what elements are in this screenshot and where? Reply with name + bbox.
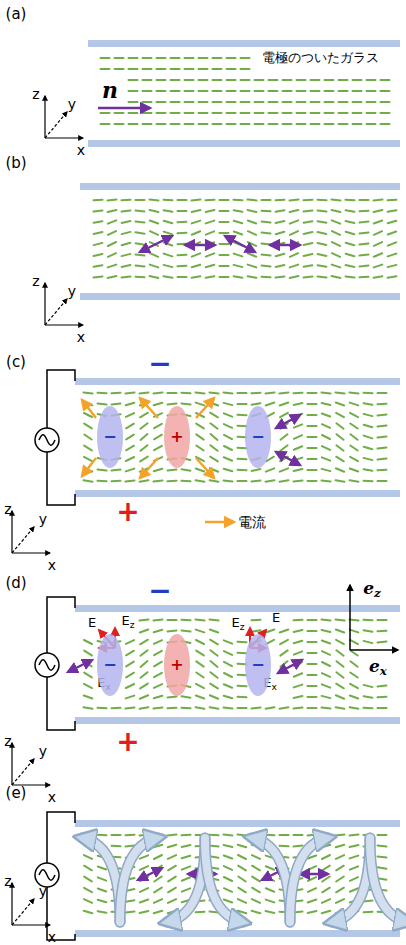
director-arrow — [68, 108, 328, 880]
vector-label: ez — [363, 580, 381, 600]
label: + — [116, 498, 139, 526]
label: z — [4, 874, 11, 888]
label: n — [102, 79, 118, 101]
charge-region: − — [96, 633, 124, 697]
coordinate-axes — [12, 96, 83, 925]
liquid-crystal-molecules — [84, 58, 397, 913]
charge-region: + — [163, 633, 191, 697]
label: (e) — [6, 786, 27, 801]
charge-region: − — [244, 405, 272, 469]
label: y — [68, 97, 76, 111]
charge-sign: − — [251, 657, 264, 673]
charge-sign: − — [103, 657, 116, 673]
label: x — [48, 558, 56, 572]
vector-label: Ez — [122, 614, 135, 629]
label: z — [4, 502, 11, 516]
label: 電極のついたガラス — [262, 51, 379, 64]
charge-region: − — [244, 633, 272, 697]
charge-sign: + — [170, 657, 183, 673]
vector-label: Ez — [232, 616, 245, 631]
label: z — [4, 734, 11, 748]
label: − — [148, 577, 171, 605]
label: − — [148, 350, 171, 378]
charge-sign: − — [103, 429, 116, 445]
legend-sample — [205, 521, 234, 524]
ac-source — [35, 370, 75, 940]
current-arrow — [82, 398, 234, 522]
charge-region: − — [96, 405, 124, 469]
label: (c) — [6, 355, 26, 370]
legend-text: 電流 — [238, 515, 266, 529]
label: z — [32, 87, 39, 101]
label: y — [39, 884, 47, 898]
label: (d) — [5, 576, 26, 591]
label: y — [39, 744, 47, 758]
label: E — [88, 616, 96, 629]
label: y — [39, 512, 47, 526]
label: y — [68, 284, 76, 298]
flow-vortex — [82, 838, 406, 922]
label: (a) — [6, 7, 27, 22]
label: (b) — [5, 156, 26, 171]
label: x — [48, 790, 56, 804]
label: + — [116, 728, 139, 756]
vector-label: ex — [369, 658, 387, 678]
label: x — [48, 930, 56, 944]
label: z — [32, 274, 39, 288]
label: x — [77, 143, 85, 157]
charge-sign: − — [251, 429, 264, 445]
label: x — [77, 330, 85, 344]
label: E — [272, 611, 280, 624]
glass-electrode — [75, 40, 400, 937]
charge-region: + — [163, 405, 191, 469]
charge-sign: + — [170, 429, 183, 445]
